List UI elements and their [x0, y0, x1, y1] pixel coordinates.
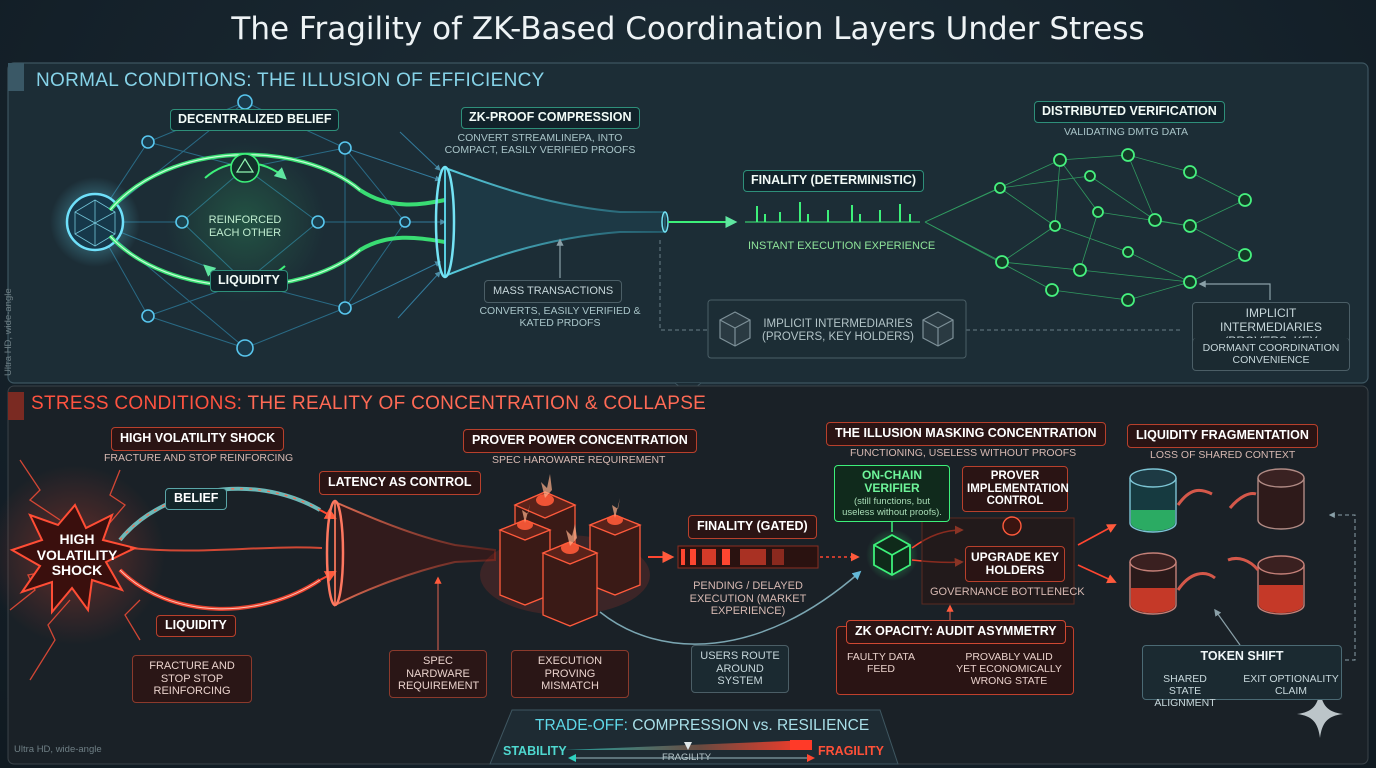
page-title: The Fragility of ZK-Based Coordination L… [0, 12, 1376, 46]
prover-concentration-caption: SPEC HAROWARE REQUIREMENT [492, 454, 665, 466]
high-volatility-shock-caption: FRACTURE AND STOP REINFORCING [104, 452, 293, 464]
finality-gated-label: FINALITY (GATED) [688, 515, 817, 539]
governance-bottleneck-label: GOVERNANCE BOTTLENECK [930, 586, 1085, 599]
mass-transactions-label: MASS TRANSACTIONS [484, 280, 622, 303]
prover-concentration-label: PROVER POWER CONCENTRATION [463, 429, 697, 453]
exit-optionality-label: EXIT OPTIONALITY CLAIM [1243, 673, 1339, 697]
distributed-verification-caption: VALIDATING DMTG DATA [1064, 126, 1188, 138]
distributed-verification-label: DISTRIBUTED VERIFICATION [1034, 101, 1225, 123]
finality-caption: INSTANT EXECUTION EXPERIENCE [748, 240, 935, 252]
shared-state-label: SHARED STATE ALIGNMENT [1146, 673, 1224, 709]
token-shift-label: TOKEN SHIFT [1142, 650, 1342, 664]
upgrade-key-icon [1003, 517, 1021, 535]
onchain-verifier-box: ON-CHAIN VERIFIER (still functions, but … [834, 465, 950, 522]
upgrade-key-holders-label: UPGRADE KEY HOLDERS [965, 546, 1065, 582]
high-volatility-shock-label: HIGH VOLATILITY SHOCK [111, 427, 284, 451]
stability-label: STABILITY [503, 745, 567, 759]
fragility-right-label: FRAGILITY [818, 745, 884, 759]
liquidity-fragmentation-caption: LOSS OF SHARED CONTEXT [1150, 449, 1295, 461]
normal-heading: NORMAL CONDITIONS: THE ILLUSION OF EFFIC… [36, 71, 545, 92]
pending-label: PENDING / DELAYED EXECUTION (MARKET EXPE… [662, 580, 834, 618]
fragility-mid-label: FRAGILITY [662, 753, 711, 763]
users-route-label: USERS ROUTE AROUND SYSTEM [691, 645, 789, 693]
execution-mismatch-label: EXECUTION PROVING MISMATCH [511, 650, 629, 698]
tradeoff-title: TRADE-OFF: COMPRESSION vs. RESILIENCE [535, 717, 869, 734]
spec-hardware-label: SPEC NARDWARE REQUIREMENT [389, 650, 487, 698]
finality-deterministic-label: FINALITY (DETERMINISTIC) [743, 170, 924, 192]
implicit-intermediaries-center: IMPLICIT INTERMEDIARIES (PROVERS, KEY HO… [760, 318, 916, 344]
belief-label: BELIEF [165, 488, 227, 510]
latency-control-label: LATENCY AS CONTROL [319, 471, 481, 495]
zk-opacity-label: ZK OPACITY: AUDIT ASYMMETRY [846, 620, 1066, 644]
decentralized-belief-label: DECENTRALIZED BELIEF [170, 109, 339, 131]
onchain-verifier-sub: (still functions, but useless without pr… [839, 497, 945, 518]
reinforced-label: REINFORCED EACH OTHER [208, 214, 282, 239]
zk-compression-caption: CONVERT STREAMLINEPA, INTO COMPACT, EASI… [440, 132, 640, 156]
shock-burst-label: HIGH VOLATILITY SHOCK [32, 532, 122, 579]
zk-compression-label: ZK-PROOF COMPRESSION [461, 107, 640, 129]
provably-valid-label: PROVABLY VALID YET ECONOMICALLY WRONG ST… [954, 651, 1064, 687]
faulty-data-label: FAULTY DATA FEED [846, 651, 916, 675]
stress-liquidity-label: LIQUIDITY [156, 615, 236, 637]
mass-transactions-caption: CONVERTS, EASILY VERIFIED & KATED PRDOFS [470, 305, 650, 329]
dormant-coordination-label: DORMANT COORDINATION CONVENIENCE [1192, 338, 1350, 371]
prover-implementation-label: PROVER IMPLEMENTATION CONTROL [962, 466, 1068, 512]
stress-heading: STRESS CONDITIONS: THE REALITY OF CONCEN… [31, 394, 706, 415]
watermark-label: Ultra HD, wide-angle [14, 745, 102, 755]
onchain-verifier-icon [874, 535, 910, 575]
illusion-masking-caption: FUNCTIONING, USELESS WITHOUT PROOFS [850, 447, 1076, 459]
liquidity-fragmentation-label: LIQUIDITY FRAGMENTATION [1127, 424, 1318, 448]
onchain-verifier-title: ON-CHAIN VERIFIER [839, 469, 945, 495]
vertical-watermark: Ultra HD, wide-angle [4, 288, 14, 376]
liquidity-label: LIQUIDITY [210, 270, 288, 292]
illusion-masking-label: THE ILLUSION MASKING CONCENTRATION [826, 422, 1106, 446]
fracture-label: FRACTURE AND STOP STOP REINFORCING [132, 655, 252, 703]
